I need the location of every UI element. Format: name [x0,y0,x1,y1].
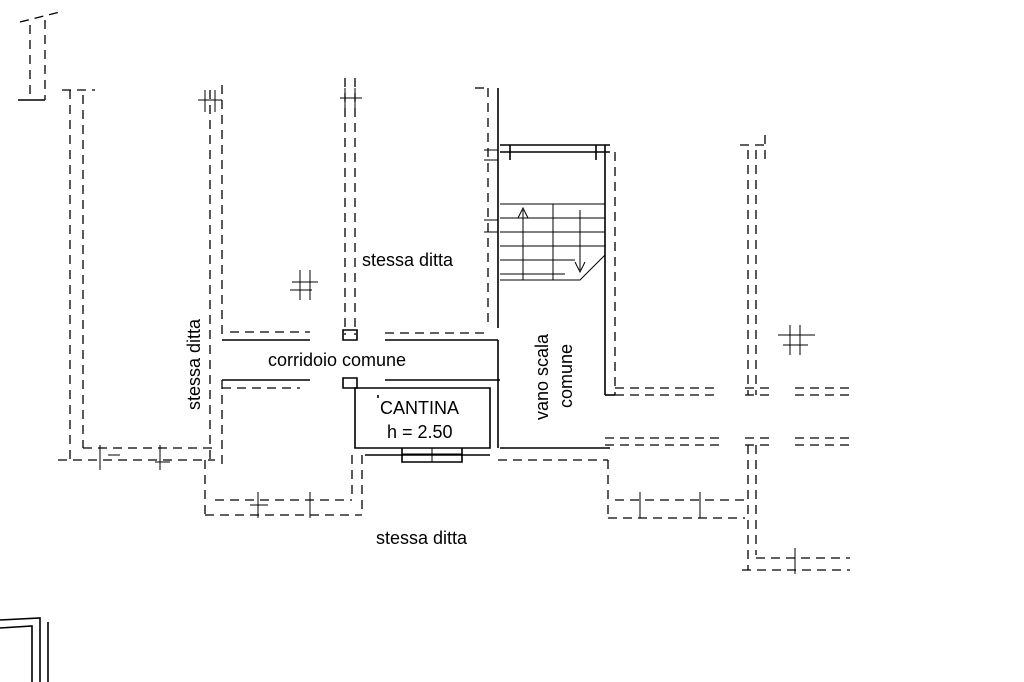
staircase[interactable] [500,203,606,281]
top-right-room-wall [475,87,499,328]
left-outer-wall [58,89,215,470]
central-wall [340,78,362,341]
top-left-wall-fragment [18,11,61,101]
right-wing-walls [605,135,850,574]
label-stessa-ditta-bottom: stessa ditta [376,528,468,548]
stair-well [500,144,616,396]
corridor-walls [222,331,500,448]
label-vano-scala: vano scala [532,333,552,420]
label-stessa-ditta-left: stessa ditta [184,318,204,410]
left-inner-wall [198,85,223,465]
bottom-left-wall-fragment [0,617,49,682]
cantina-room [354,387,491,463]
label-cantina-height: h = 2.50 [387,422,453,442]
fixture-symbol [290,270,318,300]
label-corridoio-comune: corridoio comune [268,350,406,370]
label-cantina: CANTINA [380,398,459,418]
label-comune: comune [556,344,576,408]
label-stessa-ditta-top: stessa ditta [362,250,454,270]
bottom-walls [204,447,610,518]
